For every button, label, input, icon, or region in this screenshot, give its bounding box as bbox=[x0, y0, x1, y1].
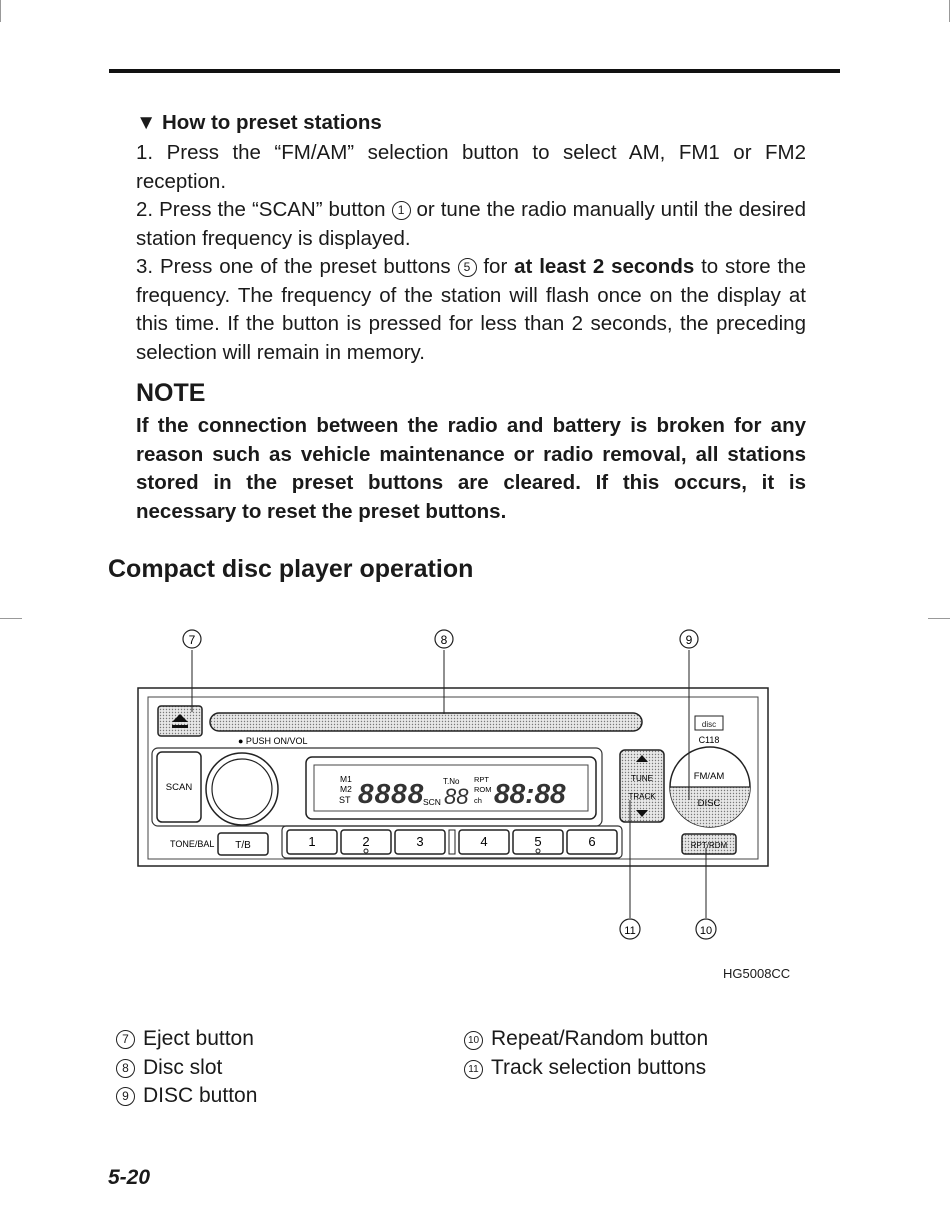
svg-text:SCAN: SCAN bbox=[166, 782, 193, 793]
svg-text:1: 1 bbox=[308, 834, 315, 849]
svg-text:TUNE: TUNE bbox=[631, 774, 653, 783]
model-label: C118 bbox=[699, 735, 720, 745]
callout-ref: 1 bbox=[391, 201, 411, 220]
crop-mark bbox=[0, 618, 22, 619]
svg-text:9: 9 bbox=[686, 633, 693, 647]
svg-text:TONE/BAL: TONE/BAL bbox=[170, 839, 214, 849]
svg-text:2: 2 bbox=[362, 834, 369, 849]
svg-text:6: 6 bbox=[588, 834, 595, 849]
svg-text:FM/AM: FM/AM bbox=[694, 771, 725, 782]
disc-slot bbox=[209, 712, 643, 732]
svg-text:RPT: RPT bbox=[474, 775, 489, 784]
svg-text:T.No: T.No bbox=[443, 777, 460, 786]
track-selection-buttons bbox=[619, 749, 665, 823]
callout-8: 8 bbox=[434, 629, 454, 649]
svg-text:DISC: DISC bbox=[698, 798, 721, 809]
section-title: How to preset stations bbox=[162, 111, 382, 134]
cd-logo bbox=[694, 715, 724, 731]
push-label: ● PUSH ON/VOL bbox=[238, 736, 307, 746]
svg-text:ROM: ROM bbox=[474, 785, 492, 794]
svg-text:11: 11 bbox=[624, 925, 635, 937]
svg-text:disc: disc bbox=[702, 720, 716, 729]
triangle-marker-icon: ▼ bbox=[136, 111, 157, 134]
note-body: If the connection between the radio and … bbox=[136, 414, 806, 523]
step-3: 3. Press one of the preset buttons 5 for… bbox=[136, 255, 806, 364]
panel-frame bbox=[137, 687, 769, 867]
svg-text:3: 3 bbox=[416, 834, 423, 849]
up-arrow-icon bbox=[636, 755, 648, 762]
svg-text:5: 5 bbox=[534, 834, 541, 849]
lcd-display bbox=[305, 756, 597, 820]
svg-text:8888: 8888 bbox=[358, 778, 424, 809]
svg-text:ch: ch bbox=[474, 796, 482, 805]
svg-text:88:88: 88:88 bbox=[494, 778, 566, 809]
emphasis: at least 2 seconds bbox=[514, 255, 695, 278]
section-heading: ▼ How to preset stations bbox=[136, 109, 806, 138]
page-number: 5-20 bbox=[108, 1166, 151, 1189]
step-1: 1. Press the “FM/AM” selection button to… bbox=[136, 141, 806, 193]
svg-text:7: 7 bbox=[189, 633, 196, 647]
callout-7: 7 bbox=[182, 629, 202, 649]
svg-text:4: 4 bbox=[480, 834, 487, 849]
svg-text:88: 88 bbox=[444, 784, 469, 809]
tb-button bbox=[217, 832, 269, 856]
eject-icon bbox=[172, 714, 188, 728]
header-rule bbox=[109, 69, 840, 73]
svg-text:SCN: SCN bbox=[423, 797, 441, 807]
crop-mark bbox=[928, 618, 950, 619]
figure-code: HG5008CC bbox=[723, 966, 791, 981]
callout-ref: 5 bbox=[457, 258, 477, 277]
svg-text:M1: M1 bbox=[340, 774, 352, 784]
step-2: 2. Press the “SCAN” button 1 or tune the… bbox=[136, 198, 806, 250]
callout-10: 10 bbox=[695, 918, 717, 940]
svg-text:M2: M2 bbox=[340, 784, 352, 794]
note-heading: NOTE bbox=[136, 379, 206, 407]
svg-text:ST: ST bbox=[339, 795, 351, 805]
rpt-rdm-button bbox=[681, 833, 737, 855]
svg-text:TRACK: TRACK bbox=[628, 792, 656, 801]
svg-text:RPT/RDM: RPT/RDM bbox=[691, 841, 728, 850]
down-arrow-icon bbox=[636, 810, 648, 817]
scan-button bbox=[156, 751, 202, 823]
instructions: 1. Press the “FM/AM” selection button to… bbox=[136, 139, 806, 367]
svg-text:T/B: T/B bbox=[235, 840, 251, 851]
cd-section-title: Compact disc player operation bbox=[108, 555, 474, 583]
preset-buttons: 1 2 3 4 5 6 bbox=[286, 829, 618, 855]
callout-11: 11 bbox=[619, 918, 641, 940]
svg-text:8: 8 bbox=[441, 633, 448, 647]
callout-9: 9 bbox=[679, 629, 699, 649]
svg-text:10: 10 bbox=[700, 925, 712, 937]
volume-knob bbox=[205, 752, 279, 826]
crop-mark bbox=[0, 0, 1, 22]
